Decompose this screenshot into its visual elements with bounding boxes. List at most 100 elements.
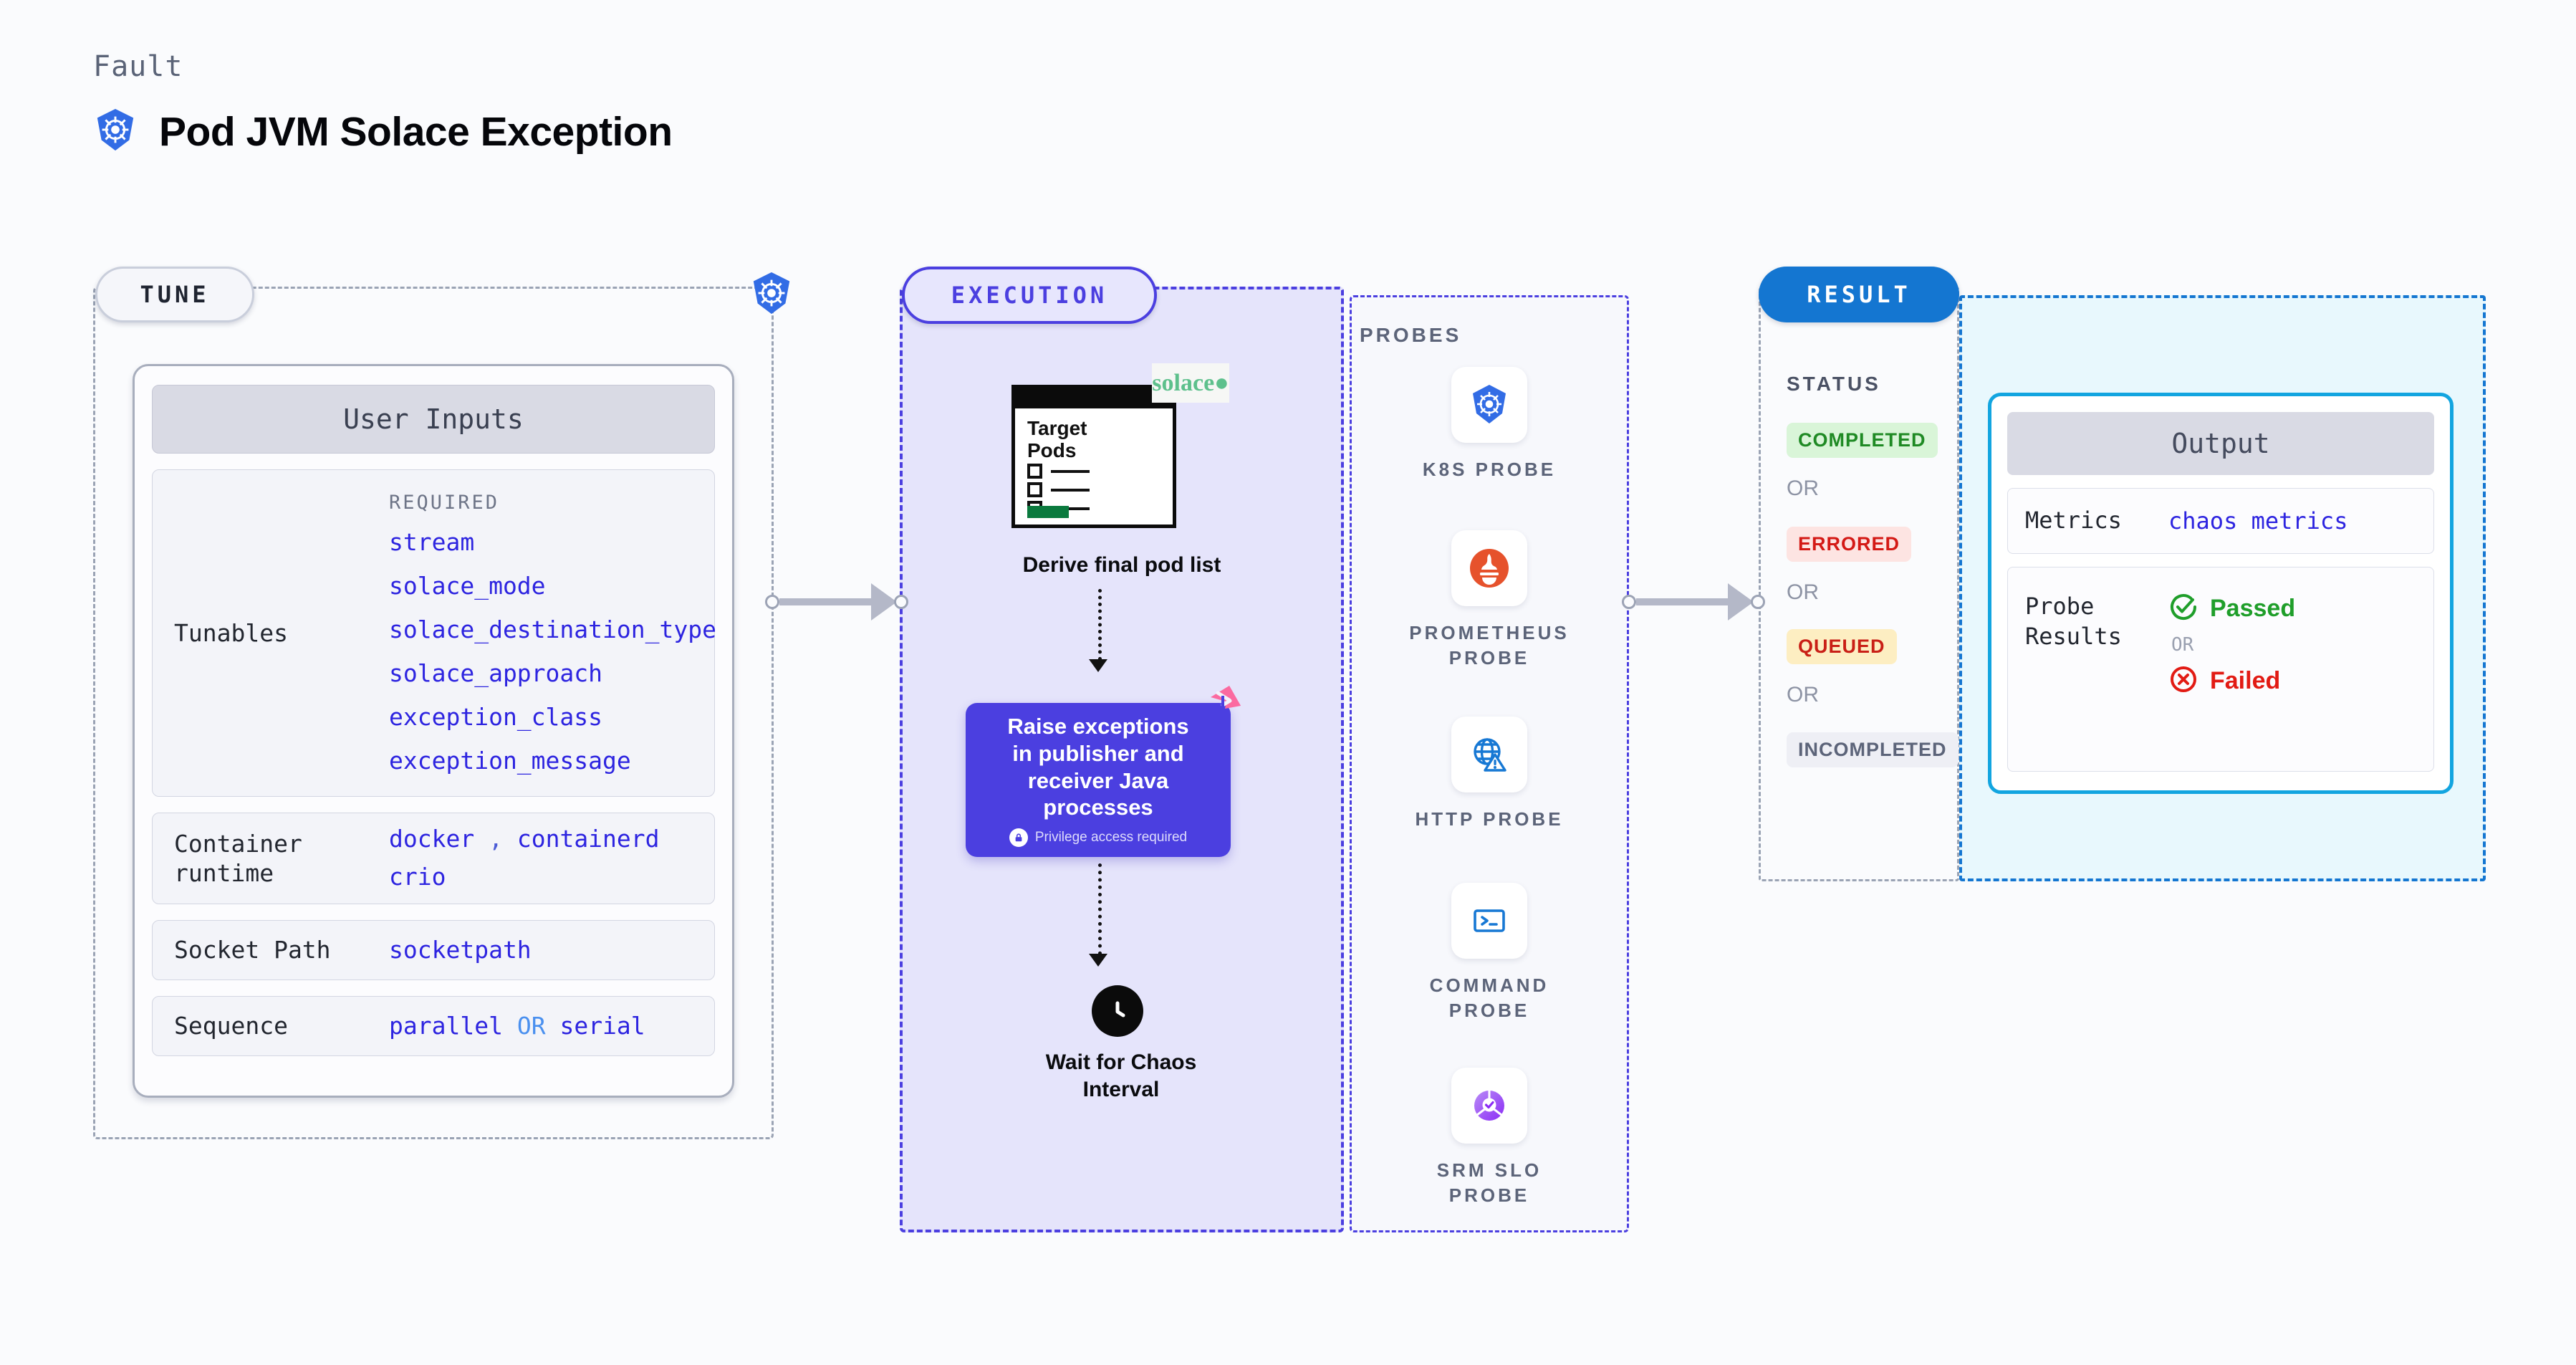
status-badge-completed: COMPLETED xyxy=(1787,423,1938,458)
derive-pod-list-caption: Derive final pod list xyxy=(1022,553,1221,577)
lock-icon xyxy=(1009,828,1028,848)
connector-line xyxy=(779,598,871,605)
connector-tune-to-execution xyxy=(765,583,908,621)
container-runtime-key: Container runtime xyxy=(174,829,302,887)
litmus-chaos-icon xyxy=(1208,684,1244,719)
pods-list-item xyxy=(1027,464,1090,479)
runtime-separator: , xyxy=(489,825,503,853)
container-runtime-values: docker , containerd crio xyxy=(389,820,660,896)
pods-progress-bar xyxy=(1027,506,1069,518)
execution-pill: EXECUTION xyxy=(902,267,1157,324)
checkbox-icon[interactable] xyxy=(1027,464,1042,479)
tunable-exception-message[interactable]: exception_message xyxy=(389,747,631,775)
connector-end-dot xyxy=(1751,595,1765,609)
status-label: STATUS xyxy=(1787,373,1881,395)
tunable-stream[interactable]: stream xyxy=(389,528,475,556)
privilege-note-text: Privilege access required xyxy=(1034,830,1188,846)
runtime-containerd[interactable]: containerd xyxy=(516,825,660,853)
checkbox-icon[interactable] xyxy=(1027,482,1042,497)
runtime-crio[interactable]: crio xyxy=(389,863,446,891)
check-circle-icon xyxy=(2168,592,2198,626)
status-or-1: OR xyxy=(1787,476,1819,500)
probe-results-values: Passed OR Failed xyxy=(2168,592,2295,698)
wait-chaos-interval-caption: Wait for Chaos Interval xyxy=(1045,1050,1197,1101)
user-inputs-card: User Inputs Tunables REQUIRED stream sol… xyxy=(133,364,734,1098)
connector-execution-to-result xyxy=(1622,583,1765,621)
container-runtime-row: Container runtime docker , containerd cr… xyxy=(152,813,715,904)
status-or-2: OR xyxy=(1787,580,1819,604)
probe-label: HTTP PROBE xyxy=(1415,808,1564,830)
tunables-key: Tunables xyxy=(174,618,288,647)
pods-list-item xyxy=(1027,482,1090,497)
connector-arrowhead xyxy=(1728,583,1754,621)
result-pill: RESULT xyxy=(1759,267,1959,322)
tunable-solace-destination-type[interactable]: solace_destination_type xyxy=(389,616,716,643)
tune-section-container xyxy=(93,287,774,1139)
kubernetes-icon xyxy=(93,107,138,155)
status-or-3: OR xyxy=(1787,683,1819,707)
connector-arrowhead xyxy=(871,583,897,621)
kubernetes-icon xyxy=(1451,367,1527,443)
solace-logo: solace● xyxy=(1152,363,1229,403)
title-row: Pod JVM Solace Exception xyxy=(93,107,673,155)
status-badge-incompleted: INCOMPLETED xyxy=(1787,732,1959,767)
connector-line xyxy=(1636,598,1728,605)
output-title: Output xyxy=(2007,412,2434,475)
metrics-row: Metrics chaos metrics xyxy=(2007,488,2434,554)
raise-exceptions-card: Raise exceptions in publisher and receiv… xyxy=(966,703,1231,857)
kubernetes-icon xyxy=(749,271,794,315)
flow-arrow-1-line xyxy=(1098,589,1102,661)
socket-path-row: Socket Path socketpath xyxy=(152,920,715,980)
slo-gauge-icon xyxy=(1451,1068,1527,1144)
failed-label: Failed xyxy=(2210,667,2281,694)
pods-card-frame xyxy=(1011,385,1176,528)
tunables-values: REQUIRED stream solace_mode solace_desti… xyxy=(389,492,716,775)
clock-icon xyxy=(1092,985,1143,1037)
sequence-or: OR xyxy=(516,1011,546,1040)
probes-label: PROBES xyxy=(1360,324,1462,346)
passed-label: Passed xyxy=(2210,595,2296,622)
probe-result-failed: Failed xyxy=(2168,664,2295,698)
result-status-container xyxy=(1759,287,1959,881)
connector-end-dot xyxy=(894,595,908,609)
sequence-parallel[interactable]: parallel xyxy=(389,1011,503,1040)
fault-kicker: Fault xyxy=(93,50,183,83)
socket-path-value[interactable]: socketpath xyxy=(389,935,532,964)
tunable-solace-mode[interactable]: solace_mode xyxy=(389,572,546,600)
raise-exceptions-text: Raise exceptions in publisher and receiv… xyxy=(1007,713,1189,820)
sequence-values: parallel OR serial xyxy=(389,1007,645,1045)
sequence-row: Sequence parallel OR serial xyxy=(152,996,715,1056)
metrics-key: Metrics xyxy=(2025,507,2122,535)
status-badge-queued: QUEUED xyxy=(1787,629,1897,664)
probe-k8s[interactable]: K8S PROBE xyxy=(1400,367,1579,482)
flow-arrow-1-head xyxy=(1089,659,1107,672)
x-circle-icon xyxy=(2168,664,2198,698)
flow-arrow-2-head xyxy=(1089,954,1107,967)
pods-line-dash xyxy=(1051,507,1090,510)
probe-http[interactable]: HTTP PROBE xyxy=(1400,717,1579,832)
probe-result-passed: Passed xyxy=(2168,592,2295,626)
globe-warning-icon xyxy=(1451,717,1527,792)
flow-arrow-2-line xyxy=(1098,863,1102,955)
tunable-exception-class[interactable]: exception_class xyxy=(389,703,603,731)
connector-start-dot xyxy=(765,595,779,609)
tune-pill: TUNE xyxy=(95,267,254,322)
runtime-docker[interactable]: docker xyxy=(389,825,475,853)
metrics-value[interactable]: chaos metrics xyxy=(2168,507,2348,535)
pods-line-dash xyxy=(1051,469,1090,473)
probe-label: K8S PROBE xyxy=(1422,459,1557,480)
tunable-solace-approach[interactable]: solace_approach xyxy=(389,659,603,687)
sequence-key: Sequence xyxy=(174,1012,288,1040)
sequence-serial[interactable]: serial xyxy=(559,1011,645,1040)
pods-line-dash xyxy=(1051,488,1090,492)
terminal-icon xyxy=(1451,883,1527,959)
connector-start-dot xyxy=(1622,595,1636,609)
